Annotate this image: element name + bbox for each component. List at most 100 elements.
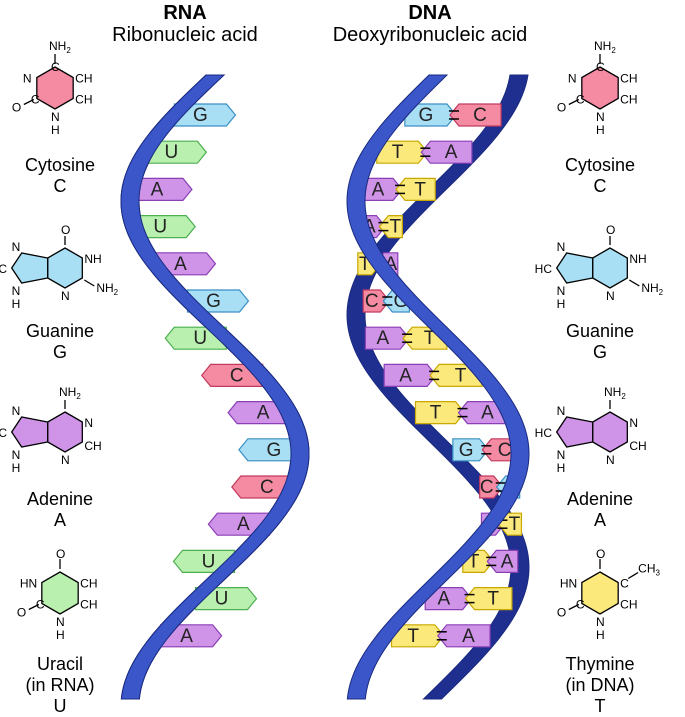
base-plate xyxy=(449,103,502,127)
ring5-adenine xyxy=(10,416,49,448)
atom-c: C xyxy=(36,598,45,612)
atom-n: N xyxy=(596,615,605,629)
atom-o: O xyxy=(596,547,605,561)
atom-nh: NH xyxy=(84,252,101,266)
base-letter: G xyxy=(267,440,282,461)
dna-base-right-2: A xyxy=(420,140,473,164)
rna-title: RNA Ribonucleic acid xyxy=(95,2,275,46)
methyl-label: CH3 xyxy=(638,562,660,578)
atom-n: N xyxy=(596,110,605,124)
dna-base-left-6: C xyxy=(362,289,391,313)
label-guanine-right: Guanine G xyxy=(540,321,660,363)
atom-c: CH xyxy=(80,577,97,591)
dna-base-left-8: A xyxy=(383,363,437,387)
atom-hc: HC xyxy=(0,426,7,440)
atom-ch: CH xyxy=(84,439,101,453)
uracil-qualifier: (in RNA) xyxy=(25,675,95,695)
base-plate xyxy=(486,549,519,574)
base-letter: U xyxy=(215,589,229,610)
base-letter: U xyxy=(164,142,178,163)
atom-n: N xyxy=(606,289,615,303)
thymine-letter: T xyxy=(594,696,606,716)
base-letter: A xyxy=(151,179,164,200)
dna-base-left-3: A xyxy=(362,177,403,201)
atom-ch: CH xyxy=(620,93,637,107)
cytosine-name: Cytosine xyxy=(564,155,636,175)
atom-n: N xyxy=(557,448,566,462)
ring5-guanine xyxy=(555,252,594,284)
atom-o: O xyxy=(606,223,615,237)
rna-base-11: C xyxy=(231,475,294,499)
atom-h: H xyxy=(12,297,21,311)
label-cytosine-right: Cytosine C xyxy=(540,155,660,197)
base-letter: A xyxy=(257,403,270,424)
base-letter: T xyxy=(430,403,442,424)
carbonyl-bond xyxy=(568,603,580,611)
dna-base-left-9: T xyxy=(414,401,466,425)
atom-n: N xyxy=(12,404,21,418)
base-letter: C xyxy=(480,477,494,498)
atom-c: C xyxy=(576,598,585,612)
atom-ch: CH xyxy=(629,439,646,453)
base-letter: C xyxy=(230,365,244,386)
atom-h: H xyxy=(557,297,566,311)
atom-ch: CH xyxy=(75,93,92,107)
dna-base-right-3: T xyxy=(395,177,436,201)
dna-base-left-14: A xyxy=(424,586,473,611)
atom-n: N xyxy=(12,448,21,462)
base-plate xyxy=(479,475,504,499)
atom-hc: HC xyxy=(0,262,7,276)
cytosine-letter: C xyxy=(53,176,67,196)
atom-h: H xyxy=(51,123,60,137)
methyl-bond xyxy=(627,571,639,580)
base-letter: A xyxy=(462,626,475,647)
thymine-name: Thymine xyxy=(565,654,635,674)
ring5-guanine xyxy=(10,252,49,284)
dna-base-right-10: C xyxy=(481,438,519,462)
dna-full-name: Deoxyribonucleic acid xyxy=(332,24,528,46)
dna-base-left-15: T xyxy=(390,624,445,648)
guanine-letter: G xyxy=(592,342,607,362)
atom-hn: HN xyxy=(560,577,577,591)
base-plate xyxy=(464,586,513,611)
atom-c: C xyxy=(51,60,60,74)
dna-backbone xyxy=(346,74,530,700)
rna-name: RNA xyxy=(163,2,207,24)
dna-base-right-9: A xyxy=(457,401,509,425)
atom-hc: HC xyxy=(535,262,553,276)
rna-base-10: G xyxy=(238,438,301,462)
base-letter: A xyxy=(174,254,187,275)
carbonyl-bond xyxy=(23,98,35,106)
cytosine-name: Cytosine xyxy=(24,155,96,175)
nh2-label: NH2 xyxy=(604,385,626,401)
base-letter: A xyxy=(438,589,451,610)
base-plate xyxy=(364,326,410,350)
label-cytosine-left: Cytosine C xyxy=(0,155,120,197)
label-adenine-right: Adenine A xyxy=(540,489,660,531)
atom-n: N xyxy=(23,72,32,86)
atom-h: H xyxy=(557,461,566,475)
nh2-label: NH2 xyxy=(59,385,81,401)
base-plate xyxy=(414,401,466,425)
atom-c: C xyxy=(596,60,605,74)
rna-backbone xyxy=(120,74,310,700)
base-letter: U xyxy=(153,217,167,238)
base-plate xyxy=(376,140,429,164)
atom-h: H xyxy=(596,628,605,642)
dna-title: DNA Deoxyribonucleic acid xyxy=(310,2,550,46)
dna-base-left-1: G xyxy=(404,103,457,127)
atom-n: N xyxy=(557,240,566,254)
atom-ch: CH xyxy=(80,598,97,612)
base-letter: C xyxy=(365,291,379,312)
atom-n: N xyxy=(61,289,70,303)
adenine-name: Adenine xyxy=(566,489,634,509)
dna-base-right-13: A xyxy=(486,549,519,574)
label-adenine-left: Adenine A xyxy=(0,489,120,531)
base-letter: A xyxy=(399,365,412,386)
